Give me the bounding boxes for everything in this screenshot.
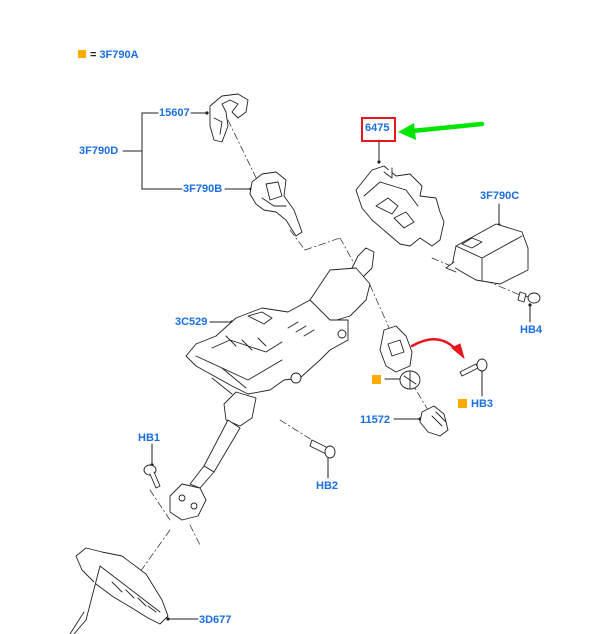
highlight-box-6475 [361,117,396,142]
rotate-arrow-icon [410,338,460,354]
ignition-lock-marker-icon [372,375,381,384]
part-3f790b-drawing [249,171,303,237]
green-pointer-arrow-icon [398,121,485,140]
part-3d677-drawing [69,547,169,634]
part-3c529-drawing [185,247,375,395]
callout-hb4[interactable]: HB4 [520,324,543,336]
callout-hb1[interactable]: HB1 [138,432,161,444]
lower-shaft-drawing [169,391,257,521]
callout-hb2[interactable]: HB2 [316,480,339,492]
legend-marker-icon [78,50,86,58]
rotate-arrow-head [451,343,465,359]
callout-6475[interactable]: 6475 [365,122,390,134]
part-6475-drawing [355,165,445,247]
legend-code: 3F790A [99,49,139,61]
bolt-hb3-drawing [459,358,488,377]
callout-11572[interactable]: 11572 [360,414,390,426]
bolt-hb4-drawing [517,291,541,304]
callout-15607[interactable]: 15607 [159,107,190,119]
callout-3d677[interactable]: 3D677 [199,614,232,626]
part-15607-drawing [209,93,249,143]
leader-lines [151,112,531,620]
callout-3f790d[interactable]: 3F790D [79,145,119,157]
hb3-marker-icon [458,399,467,408]
ignition-lock-drawing [379,325,421,390]
callout-hb3[interactable]: HB3 [471,398,494,410]
callout-3c529[interactable]: 3C529 [175,316,208,328]
group-bracket-3f790d [122,112,183,190]
bolt-hb1-drawing [143,464,161,489]
callout-3f790c[interactable]: 3F790C [480,190,520,202]
part-11572-drawing [419,405,449,437]
bolt-hb2-drawing [309,439,336,459]
part-3f790c-drawing [445,223,529,285]
legend: =3F790A [78,49,139,61]
legend-equals: = [90,49,97,61]
callout-3f790b[interactable]: 3F790B [183,183,223,195]
